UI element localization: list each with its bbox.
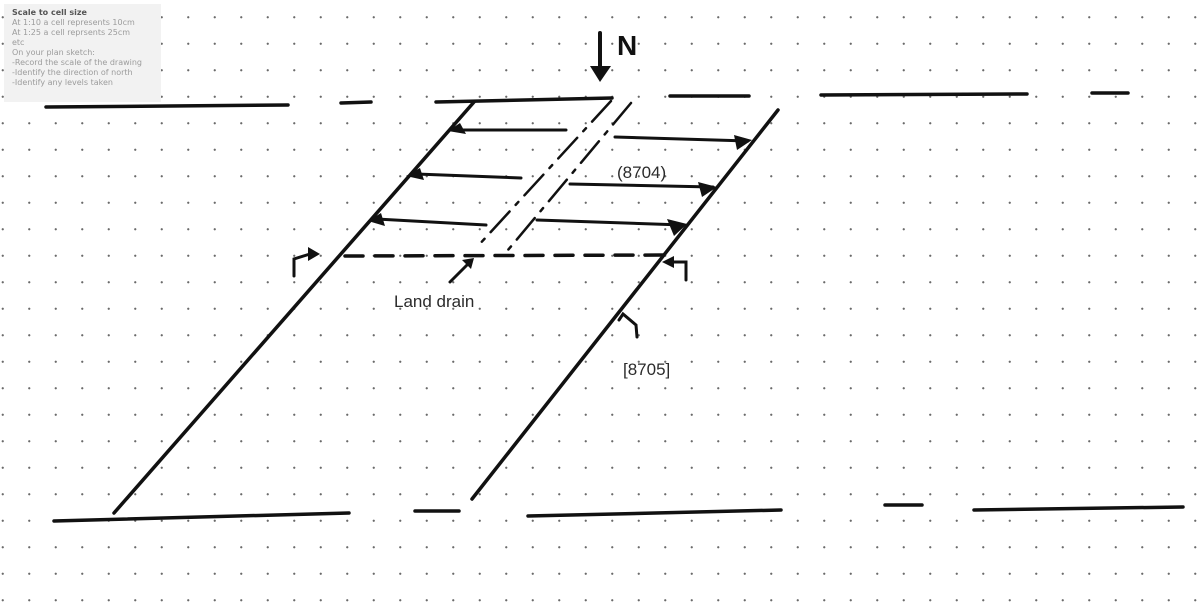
section-marker-head (308, 247, 320, 261)
hachure-arrowhead (734, 135, 752, 150)
north-arrowhead (590, 66, 611, 82)
top-boundary-line (44, 91, 1130, 109)
note-line: -Identify the direction of north (12, 68, 133, 77)
break-symbol (617, 311, 639, 339)
context-label-8704: (8704) (617, 163, 666, 182)
note-line: On your plan sketch: (12, 48, 95, 57)
bottom-boundary-line (52, 503, 1185, 523)
north-label: N (617, 30, 637, 61)
hachure-arrowhead (667, 219, 687, 236)
context-label-8705: [8705] (623, 360, 670, 379)
section-marker-head (662, 256, 674, 268)
note-line: -Record the scale of the drawing (12, 58, 143, 67)
instruction-note: Scale to cell size At 1:10 a cell repres… (4, 4, 161, 102)
land-drain-pointer-head (462, 258, 474, 269)
section-hachures (375, 128, 750, 227)
centre-line-east (506, 101, 633, 252)
hachure-arrowhead (448, 123, 466, 134)
note-title: Scale to cell size (12, 8, 87, 17)
note-line: -Identify any levels taken (12, 78, 113, 87)
hachure-arrowhead (406, 168, 424, 180)
note-line: etc (12, 38, 25, 47)
section-marker-west (292, 252, 312, 278)
centre-line-west (475, 99, 613, 249)
note-line: At 1:25 a cell reprsents 25cm (12, 28, 131, 37)
land-drain-pointer (448, 261, 471, 284)
hachure-arrowhead (698, 182, 717, 197)
note-line: At 1:10 a cell represents 10cm (12, 18, 135, 27)
hachure-arrowhead (368, 213, 385, 226)
trench-west-edge (112, 100, 476, 515)
land-drain-line (343, 253, 673, 258)
land-drain-label: Land drain (394, 292, 474, 311)
trench-east-edge (470, 108, 780, 501)
